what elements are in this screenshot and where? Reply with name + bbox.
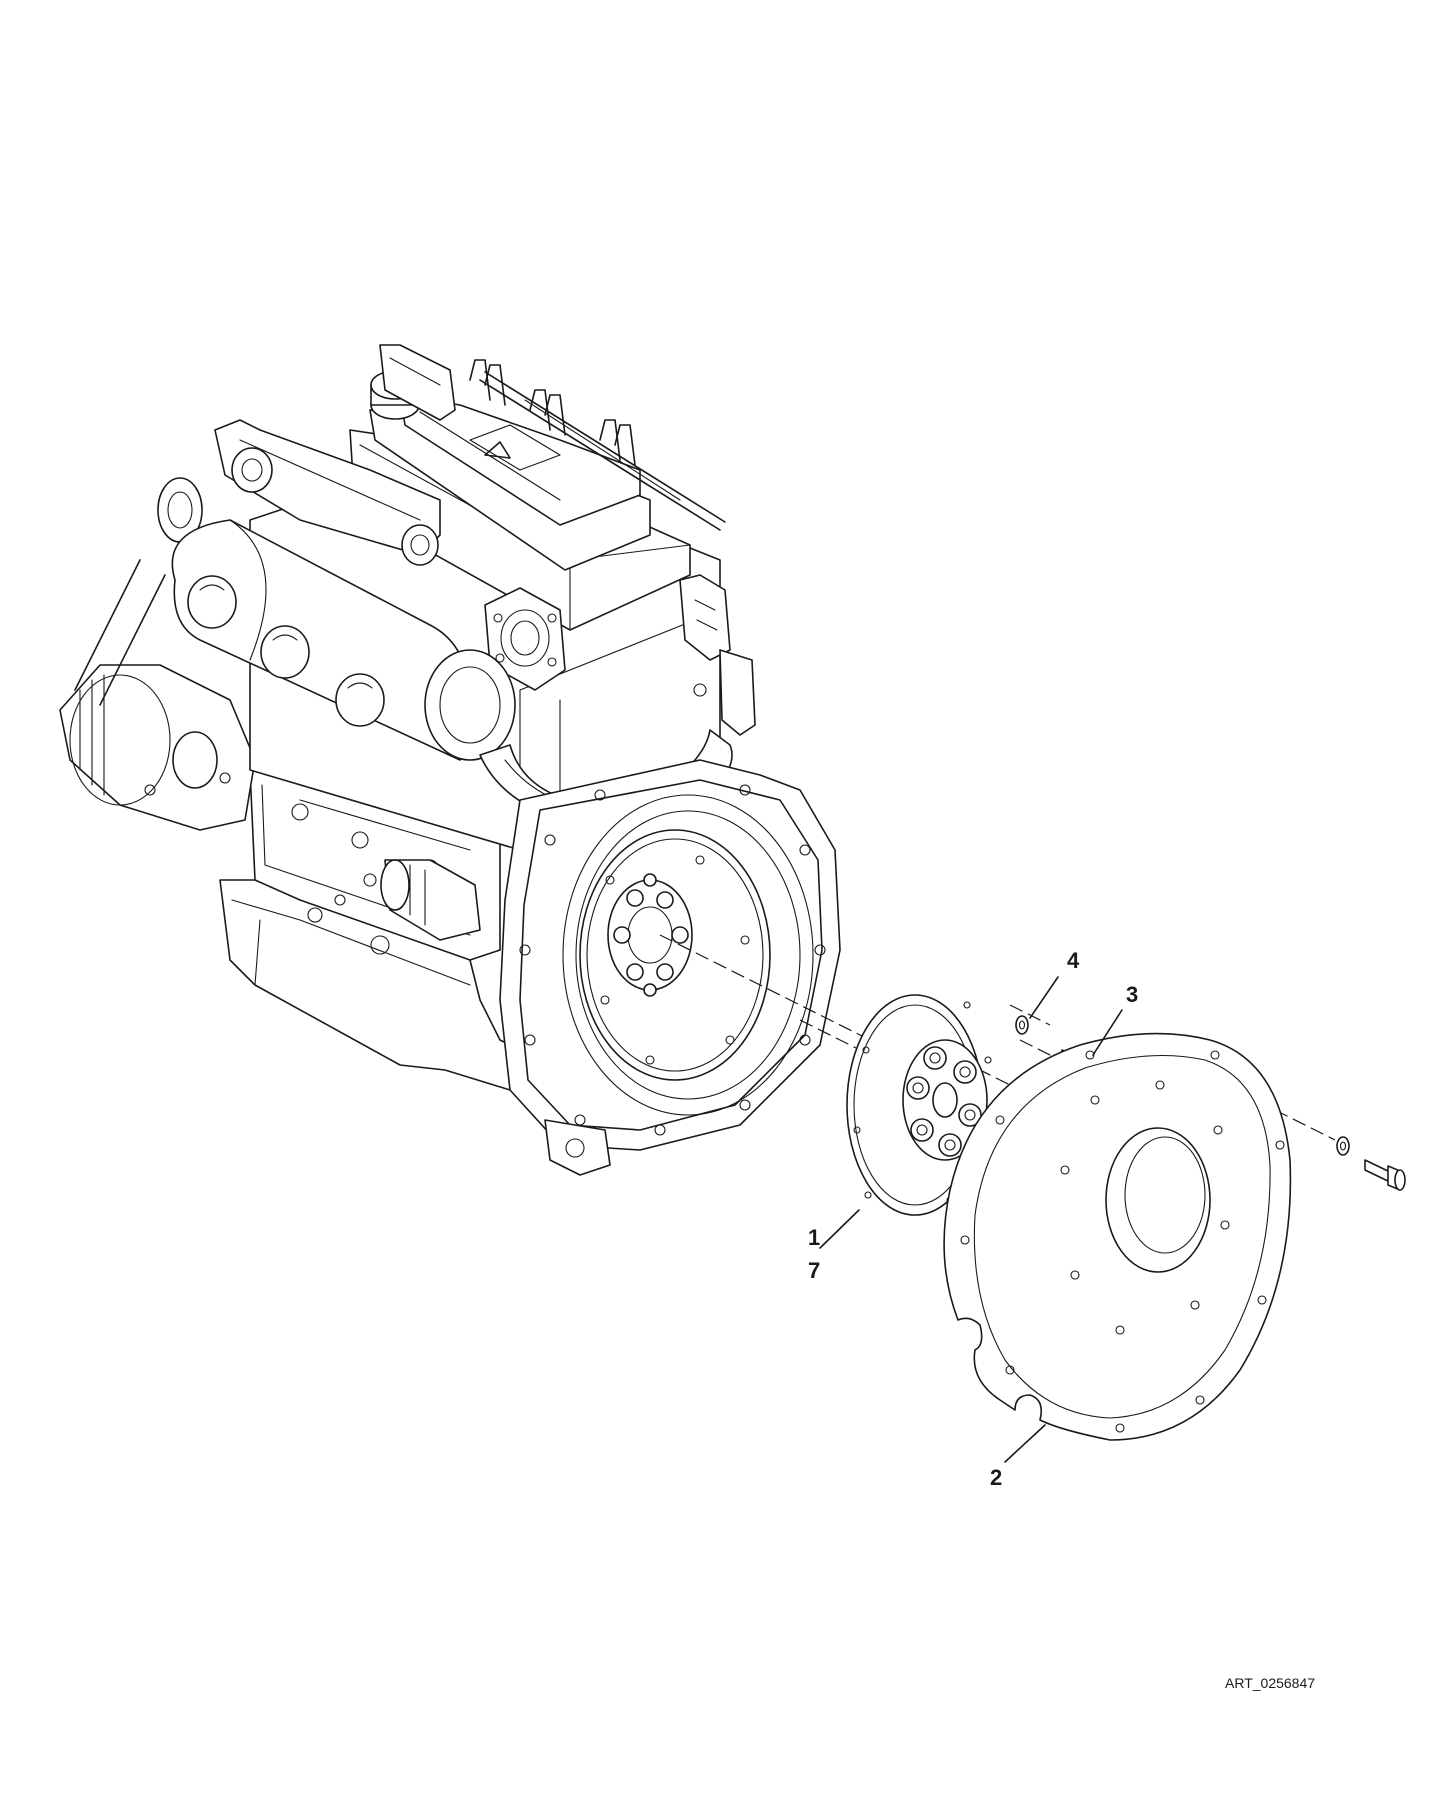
callout-1: 1 [808, 1225, 820, 1250]
coupling-disc-part-1 [846, 994, 992, 1216]
adapter-plate-part-2 [943, 1032, 1292, 1441]
callout-3: 3 [1126, 982, 1138, 1007]
washer-part-4 [1015, 1015, 1029, 1035]
engine-assembly [59, 344, 841, 1176]
callout-4: 4 [1067, 948, 1080, 973]
callout-7: 7 [808, 1258, 820, 1283]
callout-2: 2 [990, 1465, 1002, 1490]
outer-washer-and-bolt [1336, 1136, 1406, 1191]
art-id-label: ART_0256847 [1225, 1675, 1315, 1691]
leader-lines [819, 976, 1123, 1463]
callout-labels: 4 3 1 7 2 [808, 948, 1138, 1490]
